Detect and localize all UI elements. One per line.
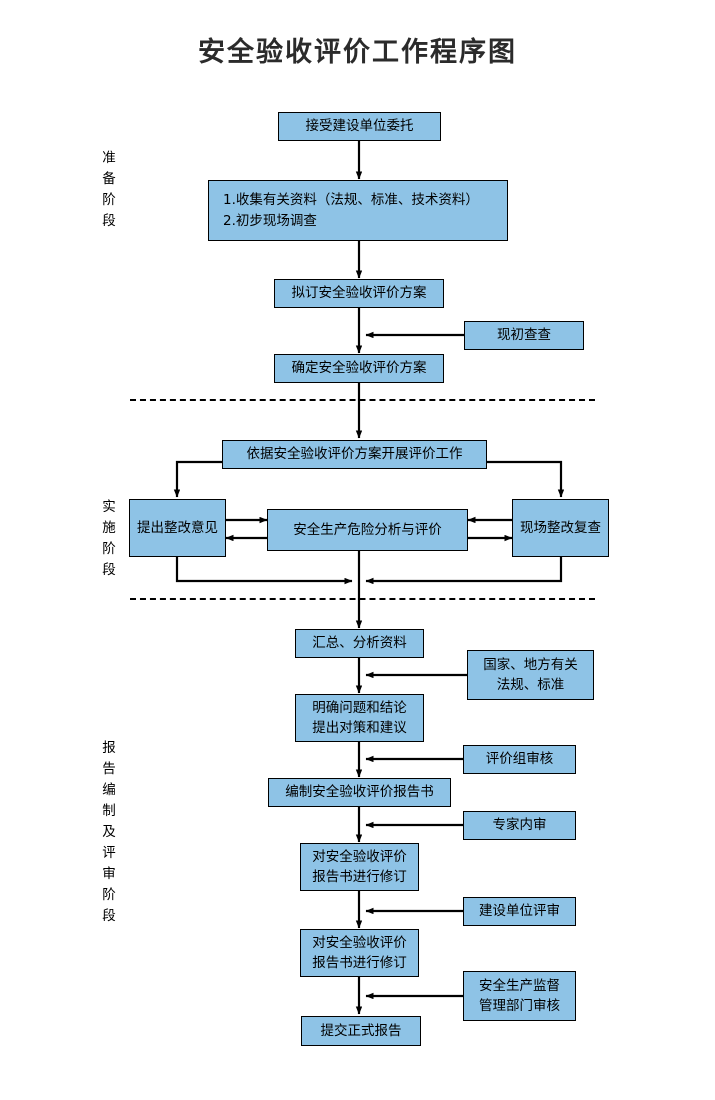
stage-label-implementation: 实 施 阶 段 <box>96 497 122 581</box>
edge-carryout-to-rectify <box>173 460 222 498</box>
stage-char: 实 <box>102 499 116 515</box>
stage-char: 备 <box>102 171 116 187</box>
stage-char: 段 <box>102 908 116 924</box>
stage-char: 准 <box>102 150 116 166</box>
node-text: 提交正式报告 <box>320 1022 402 1039</box>
stage-label-report: 报 告 编 制 及 评 审 阶 段 <box>96 738 122 927</box>
node-text: 法规、标准 <box>496 677 565 693</box>
stage-char: 阶 <box>102 887 116 903</box>
node-text: 安全生产危险分析与评价 <box>293 521 442 538</box>
node-confirm-plan[interactable]: 确定安全验收评价方案 <box>274 354 444 383</box>
stage-char: 编 <box>102 782 116 798</box>
node-expert-review[interactable]: 专家内审 <box>463 811 576 840</box>
stage-label-preparation: 准 备 阶 段 <box>96 148 122 232</box>
edge-rectify-bottom-rail <box>175 557 353 585</box>
node-supervision-review[interactable]: 安全生产监督 管理部门审核 <box>463 971 576 1021</box>
node-rectify-opinion[interactable]: 提出整改意见 <box>129 499 226 557</box>
node-text: 现场整改复查 <box>520 519 601 536</box>
node-laws-standards[interactable]: 国家、地方有关 法规、标准 <box>467 650 594 700</box>
node-text: 提出对策和建议 <box>312 720 407 736</box>
stage-char: 阶 <box>102 541 116 557</box>
node-text: 接受建设单位委托 <box>305 118 414 135</box>
node-text: 2.初步现场调查 <box>223 212 317 229</box>
node-submit-report[interactable]: 提交正式报告 <box>301 1016 421 1046</box>
node-compile-report[interactable]: 编制安全验收评价报告书 <box>268 778 451 807</box>
node-text: 确定安全验收评价方案 <box>291 360 427 377</box>
node-collect-data[interactable]: 1.收集有关资料（法规、标准、技术资料） 2.初步现场调查 <box>208 180 508 241</box>
node-clarify-conclusion[interactable]: 明确问题和结论 提出对策和建议 <box>295 694 424 742</box>
node-owner-review[interactable]: 建设单位评审 <box>463 897 576 926</box>
node-revise-report-first[interactable]: 对安全验收评价 报告书进行修订 <box>300 843 419 891</box>
node-text: 依据安全验收评价方案开展评价工作 <box>246 446 463 463</box>
node-revise-report-second[interactable]: 对安全验收评价 报告书进行修订 <box>300 929 419 977</box>
stage-char: 审 <box>102 866 116 882</box>
node-draft-plan[interactable]: 拟订安全验收评价方案 <box>274 279 444 308</box>
node-text: 对安全验收评价 <box>312 848 407 865</box>
stage-separator-2 <box>130 598 595 600</box>
stage-char: 报 <box>102 740 116 756</box>
edge-carryout-to-recheck <box>487 460 565 498</box>
node-text: 提出整改意见 <box>137 519 218 536</box>
node-site-recheck[interactable]: 现场整改复查 <box>512 499 609 557</box>
node-site-initial-check[interactable]: 现初查查 <box>464 321 584 350</box>
stage-char: 告 <box>102 761 116 777</box>
stage-char: 段 <box>102 562 116 578</box>
stage-char: 段 <box>102 213 116 229</box>
node-summarize-data[interactable]: 汇总、分析资料 <box>295 629 424 658</box>
edge-recheck-bottom-rail <box>365 557 563 585</box>
node-text: 报告书进行修订 <box>312 955 407 971</box>
node-text: 现初查查 <box>497 327 551 344</box>
node-text: 安全生产监督 <box>479 977 560 994</box>
node-text: 评价组审核 <box>485 751 554 768</box>
stage-separator-1 <box>130 399 595 401</box>
stage-char: 评 <box>102 845 116 861</box>
node-text: 对安全验收评价 <box>312 934 407 951</box>
node-text: 管理部门审核 <box>479 998 560 1014</box>
stage-char: 施 <box>102 520 116 536</box>
page-title: 安全验收评价工作程序图 <box>198 37 517 68</box>
node-text: 建设单位评审 <box>479 903 560 920</box>
node-carry-out-evaluation[interactable]: 依据安全验收评价方案开展评价工作 <box>222 440 487 469</box>
node-group-review[interactable]: 评价组审核 <box>463 745 576 774</box>
node-text: 1.收集有关资料（法规、标准、技术资料） <box>223 192 479 209</box>
node-text: 报告书进行修订 <box>312 869 407 885</box>
node-text: 编制安全验收评价报告书 <box>285 784 434 801</box>
node-accept-commission[interactable]: 接受建设单位委托 <box>278 112 441 141</box>
node-text: 拟订安全验收评价方案 <box>291 285 427 302</box>
node-text: 汇总、分析资料 <box>312 635 407 652</box>
stage-char: 阶 <box>102 192 116 208</box>
stage-char: 及 <box>102 824 116 840</box>
node-hazard-analysis[interactable]: 安全生产危险分析与评价 <box>267 509 468 551</box>
stage-char: 制 <box>102 803 116 819</box>
node-text: 国家、地方有关 <box>483 656 578 673</box>
node-text: 明确问题和结论 <box>312 699 407 716</box>
node-text: 专家内审 <box>492 817 547 834</box>
